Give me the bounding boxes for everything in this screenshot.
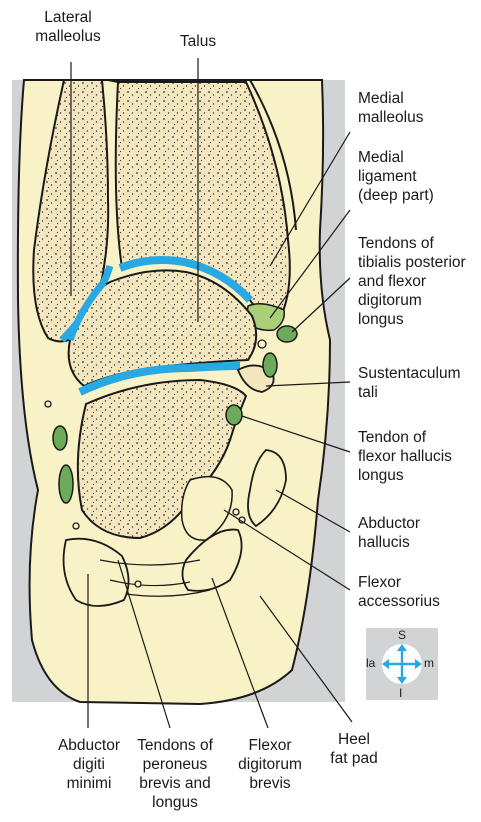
tendon-peroneus-brevis xyxy=(53,426,67,450)
label-fhl-tendon: Tendon of flexor hallucis longus xyxy=(358,428,481,485)
compass-label-lateral: la xyxy=(366,656,375,670)
label-abductor-hallucis: Abductor hallucis xyxy=(358,514,478,552)
tendon-tibialis-posterior xyxy=(277,326,297,342)
label-lateral-malleolus: Lateral malleolus xyxy=(18,8,118,46)
label-abductor-digiti-minimi: Abductor digiti minimi xyxy=(46,736,132,793)
tendon-peroneus-longus xyxy=(59,465,73,503)
tendon-fdl xyxy=(263,353,277,377)
compass-label-inferior: I xyxy=(399,686,402,700)
label-sustentaculum: Sustentaculum tali xyxy=(358,364,481,402)
label-talus: Talus xyxy=(168,32,228,51)
label-flexor-accessorius: Flexor accessorius xyxy=(358,573,478,611)
label-flexor-digitorum-brevis: Flexor digitorum brevis xyxy=(228,736,312,793)
label-heel-fat-pad: Heel fat pad xyxy=(318,730,390,768)
label-medial-ligament: Medial ligament (deep part) xyxy=(358,148,478,205)
compass-label-superior: S xyxy=(398,628,406,642)
label-tibialis-tendons: Tendons of tibialis posterior and flexor… xyxy=(358,234,481,329)
label-peroneus-tendons: Tendons of peroneus brevis and longus xyxy=(130,736,220,812)
compass-label-medial: m xyxy=(424,656,434,670)
tendon-fhl xyxy=(226,405,242,425)
label-medial-malleolus: Medial malleolus xyxy=(358,89,478,127)
